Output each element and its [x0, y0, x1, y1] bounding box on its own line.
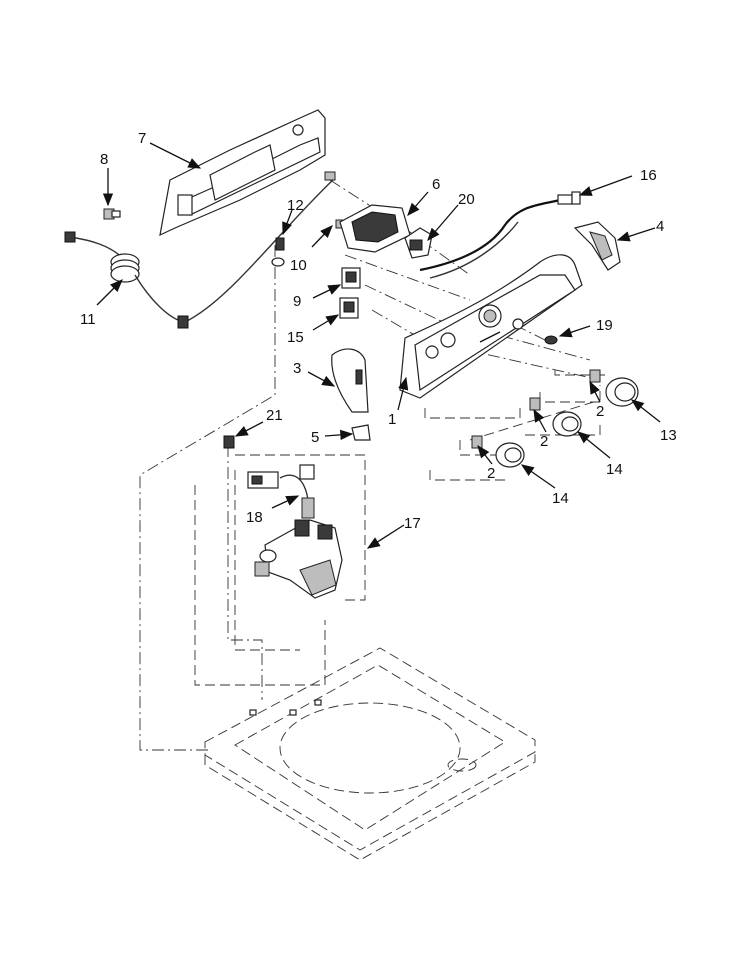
part-power-cord	[64, 171, 336, 329]
callout-1: 1	[388, 411, 396, 428]
part-switch-15	[339, 297, 359, 319]
part-dispenser-cover	[331, 348, 369, 413]
part-screw-21	[223, 435, 235, 449]
part-end-cap	[573, 221, 621, 271]
callout-14-lower: 14	[552, 490, 569, 507]
part-rear-console-panel	[159, 109, 326, 237]
leader-arrows	[96, 142, 661, 549]
callout-12: 12	[287, 197, 304, 214]
callout-7: 7	[138, 130, 146, 147]
callout-5: 5	[311, 429, 319, 446]
callout-20: 20	[458, 191, 475, 208]
callout-10: 10	[290, 257, 307, 274]
callout-numbers: 7 8 12 10 11 6 20 16 4 9 15 19 3 1 5 2 2…	[80, 130, 677, 532]
part-knob-hubs	[471, 369, 601, 449]
callout-17: 17	[404, 515, 421, 532]
part-cabinet-top	[204, 647, 536, 861]
part-control-board	[339, 204, 411, 253]
part-knob-14-lower	[495, 442, 525, 468]
callout-19: 19	[596, 317, 613, 334]
callout-16: 16	[640, 167, 657, 184]
part-screw-8	[103, 208, 121, 220]
callout-2-middle: 2	[540, 433, 548, 450]
part-screw-12	[271, 237, 285, 267]
callout-2-left: 2	[487, 465, 495, 482]
part-console	[399, 254, 583, 399]
callout-9: 9	[293, 293, 301, 310]
callout-6: 6	[432, 176, 440, 193]
part-bracket	[404, 227, 433, 259]
part-knob-14-upper	[552, 411, 582, 437]
callout-18: 18	[246, 509, 263, 526]
callout-14-upper: 14	[606, 461, 623, 478]
part-button	[544, 335, 558, 345]
part-wire-harness	[419, 191, 581, 279]
callout-11: 11	[80, 311, 96, 328]
part-knob-13	[605, 377, 639, 407]
callout-4: 4	[656, 218, 664, 235]
callout-3: 3	[293, 360, 301, 377]
part-switch-9	[341, 267, 361, 289]
callout-15: 15	[287, 329, 304, 346]
callout-13: 13	[660, 427, 677, 444]
part-water-valve	[254, 519, 343, 599]
callout-8: 8	[100, 151, 108, 168]
callout-21: 21	[266, 407, 283, 424]
part-valve-harness	[247, 464, 315, 519]
part-clip-5	[351, 424, 371, 441]
callout-2-right: 2	[596, 403, 604, 420]
